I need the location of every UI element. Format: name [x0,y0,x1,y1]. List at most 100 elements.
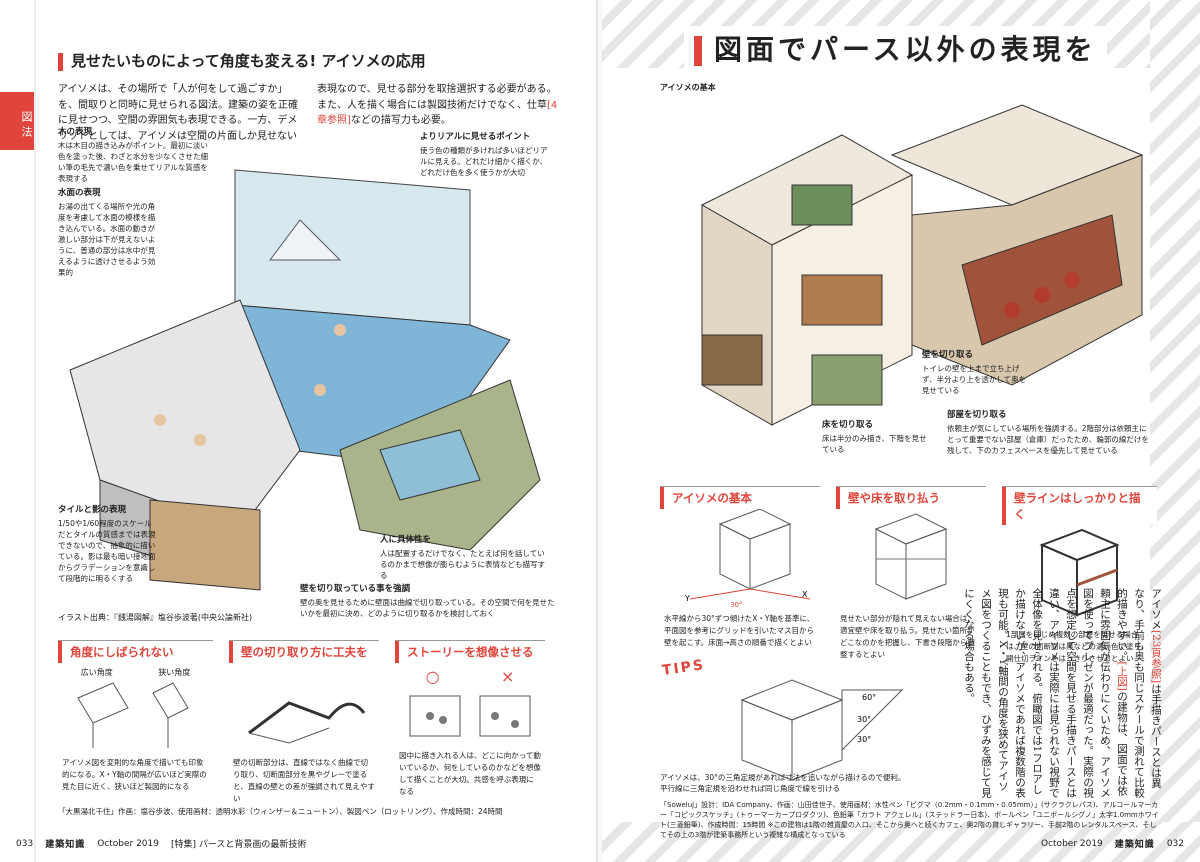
feature-title: [特集] パースと背景画の最新技術 [171,840,307,850]
wide-angle-label: 広い角度 [80,668,113,677]
mural-mountain [269,219,342,261]
note-realism: よりリアルに見せるポイント使う色の種類が多ければ多いほどリアルに見える。どれだけ… [420,132,548,177]
vertical-ref-1: [23頁参照] [1150,630,1162,684]
person [314,384,326,396]
angle-diagram [77,682,189,748]
isometric-subtitle: アイソメの基本 [660,83,716,92]
note-people: 人に具体性を人は配置するだけでなく、たとえば何を話しているのかまで想像が膨らむよ… [380,535,545,580]
right-page: 図面でパース以外の表現を アイソメの基本 壁を切り取るトイレの壁を上まで立ち上げ… [602,0,1200,862]
left-bottom-credit: 「大黒湯北千住」作画：塩谷歩波、使用画材：透明水彩（ウィンザー＆ニュートン）、製… [58,807,503,816]
issue-date: October 2019 [97,838,159,849]
left-page: 図法 見せたいものによって角度も変える! アイソメの応用 アイソメは、その場所で… [0,0,598,862]
intro-ref: [4章参照] [317,99,558,127]
side-line [34,0,36,862]
tip-box-desc: アイソメ図を変則的な角度で描いても印象的になる。X・Y軸の間隔が広いほど実際の見… [62,758,207,791]
label-cut-wall: 壁を切り取るトイレの壁を上まで立ち上げず、半分より上を透かして奥を見せている [922,350,1027,395]
story-diagram [409,695,531,737]
page-number: 033 [16,838,34,849]
vertical-text: アイソメ[23頁参照]は手描きパースとは異なり、手前も奥も同じスケールで測れて比… [916,588,1164,798]
page-number: 032 [1166,838,1184,849]
right-tip-boxes: アイソメの基本 Y X 30° 水平線から30°ずつ傾けたX・Y軸を基準に、平面… [660,486,1157,665]
bathhouse-illustration [69,169,541,591]
intro-text-3: などの描写力も必要。 [350,115,451,126]
mural-wall [234,169,471,326]
stripes-bottom [602,822,1200,862]
box-desc: 見せたい部分が隠れて見えない場合は、適宜壁や床を取り払う。見せたい箇所がどこなの… [840,614,975,659]
side-tab: 図法 [0,92,34,150]
box-isometric-basics: アイソメの基本 Y X 30° 水平線から30°ずつ傾けたX・Y軸を基準に、平面… [660,486,820,665]
intro-text-2: メは空間の片面しか見せない表現なので、見せる部分を取捨選択する必要がある。また、… [167,84,557,142]
box-title: 壁ラインはしっかりと描く [1002,487,1157,525]
box-wall-lines: 壁ラインはしっかりと描く 1部屋をはじめ複数の部屋を見せる場合は、壁の切断面は黒… [1002,486,1157,665]
tips-caption: アイソメは、30°の三角定規があれば寸法を追いながら描けるので便利。平行線に三角… [660,773,906,793]
cafe-floor [961,214,1123,346]
tip-box-angle: 角度にしばられない 広い角度 狭い角度 アイソメ図を変則的な角度で描いても印象的… [58,640,213,805]
remove-walls-diagram [874,513,948,600]
tip-box-desc: 壁の切断部分は、直線ではなく曲線で切り取り、切断面部分を黒やグレーで塗ると、直線… [233,758,375,803]
vertical-text-2: は手描きパースとは異なり、手前も奥も同じスケールで測れて比較的描きやすい。 [1116,588,1162,798]
chair [1004,302,1020,318]
vertical-text-3: の建物は、図面では依頼主に雰囲気が伝わりにくいため、アイソメ図を使ってプレゼンが… [963,588,1128,798]
tip-box-desc: 図中に描き入れる人は、どこに向かって動いているか、何をしているのかなどを想像して… [399,751,541,796]
tip-box-title: 角度にしばられない [58,641,213,663]
page-title: 図面でパース以外の表現を [684,26,1107,70]
magazine-name: 建築知識 [1114,840,1155,850]
page-title-text: 図面でパース以外の表現を [714,33,1097,66]
painting [791,184,853,226]
person [194,434,206,446]
vertical-text-1: アイソメ [1150,588,1162,630]
label-cut-floor: 床を切り取る床は半分のみ描き、下階を見せている [822,420,927,454]
stripes-side [1150,0,1200,862]
chair [1034,287,1050,303]
left-intro: アイソメは、その場所で「人が何をして過ごすか」を、間取りと同時に見せられる図法。… [58,82,560,144]
tip-box-title: ストーリーを想像させる [395,641,545,663]
building-isometric [700,104,1144,426]
wall-cut-diagram [248,701,366,744]
axis-x-label: X [802,590,808,599]
spine [596,0,604,862]
label-cut-room: 部屋を切り取る依頼主が気にしている場所を強調する。2階部分は依頼主にとって重要で… [947,410,1149,455]
box-desc: 1部屋をはじめ複数の部屋を見せる場合は、壁の切断面は黒などの濃い色で塗り、開仕切… [1006,630,1149,663]
illust-credit: イラスト出典：『銭湯図解』塩谷歩波著(中央公論新社) [58,613,253,622]
angle-30-label-2: 30° [857,735,871,744]
person [334,324,346,336]
left-heading: 見せたいものによって角度も変える! アイソメの応用 [58,50,426,71]
plants [811,354,883,406]
ok-mark: ○ [425,667,440,686]
right-bottom-credit: 「Soweluj」設計：IDA Company、作画：山田佳世子、使用画材：水性… [660,801,1159,839]
axis-diagram: Y X 30° [684,508,811,609]
heading-bar [58,52,63,71]
right-footer: October 2019 建築知識 032 [1041,837,1184,851]
shop-front [701,334,763,386]
axis-y-label: Y [684,594,690,603]
left-footer: 033 建築知識 October 2019 [特集] パースと背景画の最新技術 [16,837,307,851]
magazine-name: 建築知識 [45,840,86,850]
angle-label: 30° [730,601,742,609]
title-bar [694,36,702,66]
issue-date: October 2019 [1041,838,1103,849]
angle-60-label: 60° [862,693,876,702]
note-wall-cut: 壁を切り取っている事を強調壁の奥を見せるために壁面は曲線で切り取っている。その空… [300,584,555,618]
outdoor-bath [379,429,481,501]
triangle-ruler-diagram: 60° 30° 30° [740,679,904,781]
box-title: アイソメの基本 [660,487,820,509]
intro-text-1: アイソメは、その場所で「人が何をして過ごすか」を、間取りと同時に見せられる図法。… [58,84,298,142]
note-water: 水面の表現お湯の出てくる場所や光の角度を考慮して水面の模様を描き込んでいる。水面… [58,188,156,277]
wall-lines-diagram [1039,528,1120,617]
tip-box-story: ストーリーを想像させる ○ × 図中に描き入れる人は、どこに向かって動いているか… [395,640,545,805]
tip-box-wall-cut: 壁の切り取り方に工夫を 壁の切断部分は、直線ではなく曲線で切り取り、切断面部分を… [229,640,379,805]
left-heading-text: 見せたいものによって角度も変える! アイソメの応用 [71,52,426,70]
box-remove-walls: 壁や床を取り払う 見せたい部分が隠れて見えない場合は、適宜壁や床を取り払う。見せ… [836,486,986,665]
narrow-angle-label: 狭い角度 [158,668,191,677]
box-title: 壁や床を取り払う [836,487,986,509]
box-desc: 水平線から30°ずつ傾けたX・Y軸を基準に、平面図を参考にグリッドを引いたマス目… [664,614,815,647]
vertical-ref-2: [上図] [1116,661,1128,691]
chair [1064,272,1080,288]
dining-table [801,274,883,326]
tip-box-title: 壁の切り取り方に工夫を [229,641,379,663]
person [154,414,166,426]
note-wood: 木の表現木は木目の描き込みがポイント。最初に淡い色を塗った後、わざと水分を少なく… [58,127,208,183]
left-tip-boxes: 角度にしばられない 広い角度 狭い角度 アイソメ図を変則的な角度で描いても印象的… [58,640,545,805]
sauna-room [149,499,261,591]
